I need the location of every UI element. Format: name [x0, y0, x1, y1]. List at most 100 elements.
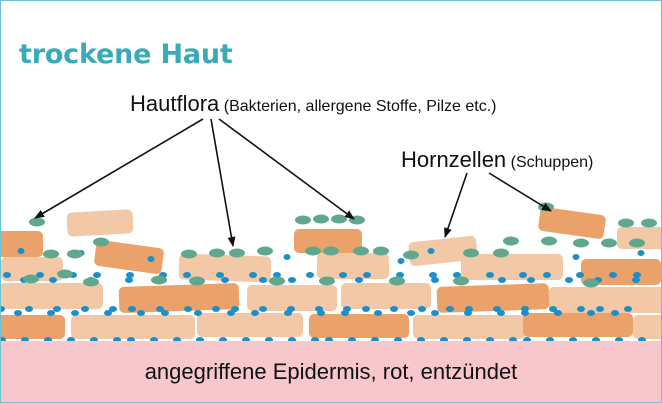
water-droplet	[362, 306, 370, 312]
water-droplet	[527, 277, 535, 283]
horn-cell	[413, 315, 525, 339]
bacteria	[23, 275, 39, 284]
water-droplet	[284, 254, 291, 260]
pointer-arrow	[445, 173, 467, 237]
water-droplet	[638, 250, 645, 256]
bacteria	[583, 279, 599, 288]
water-droplet	[216, 272, 224, 278]
water-droplet	[47, 310, 55, 316]
bacteria	[209, 249, 225, 258]
horn-cell	[1, 283, 103, 309]
bacteria	[331, 215, 347, 224]
horn-cell	[341, 283, 431, 309]
horn-cell-group	[1, 207, 661, 339]
water-droplet	[554, 310, 562, 316]
water-droplet	[565, 277, 573, 283]
water-droplet	[71, 310, 79, 316]
bacteria	[641, 219, 657, 228]
horn-cell	[317, 253, 389, 279]
water-droplet	[259, 277, 267, 283]
water-droplet	[339, 272, 347, 278]
water-droplet	[104, 310, 112, 316]
water-droplet	[306, 272, 314, 278]
water-droplet	[624, 306, 632, 312]
water-droplet	[632, 277, 640, 283]
water-droplet	[161, 310, 169, 316]
water-droplet	[573, 254, 580, 260]
water-droplet	[227, 310, 235, 316]
water-droplet	[464, 310, 472, 316]
water-droplet	[497, 310, 505, 316]
water-droplet	[521, 310, 529, 316]
horn-cell	[538, 207, 607, 240]
horn-cell	[633, 315, 661, 339]
bacteria	[319, 277, 335, 286]
bacteria	[181, 250, 197, 259]
bacteria	[257, 247, 273, 256]
bacteria	[295, 216, 311, 225]
bacteria	[93, 238, 109, 247]
water-droplet	[355, 277, 363, 283]
water-droplet	[446, 306, 454, 312]
epidermis-label: angegriffene Epidermis, rot, entzündet	[1, 359, 661, 385]
bacteria	[305, 247, 321, 256]
water-droplet	[576, 272, 584, 278]
water-droplet	[14, 310, 22, 316]
horn-cell	[71, 315, 195, 339]
water-droplet	[407, 310, 415, 316]
bacteria	[463, 249, 479, 258]
water-droplet	[183, 272, 191, 278]
pointer-arrow	[35, 119, 203, 218]
bacteria	[493, 249, 509, 258]
water-droplet	[125, 277, 133, 283]
water-droplet	[577, 306, 585, 312]
water-droplet	[93, 272, 101, 278]
water-droplet	[194, 310, 202, 316]
horn-cell	[1, 315, 65, 339]
water-droplet	[398, 258, 405, 264]
water-droplet	[137, 310, 145, 316]
water-droplet	[486, 272, 494, 278]
bacteria	[29, 218, 45, 227]
water-droplet	[3, 272, 11, 278]
bacteria	[67, 250, 83, 259]
pointer-arrow	[219, 119, 354, 219]
water-droplet	[49, 277, 57, 283]
bacteria	[313, 215, 329, 224]
bacteria	[189, 277, 205, 286]
water-droplet	[317, 310, 325, 316]
bacteria	[83, 278, 99, 287]
horn-cell	[119, 283, 240, 313]
water-droplet	[148, 256, 155, 262]
water-droplet	[212, 306, 220, 312]
bacteria	[503, 237, 519, 246]
horn-cell	[66, 209, 133, 236]
water-droplet	[184, 306, 192, 312]
water-droplet	[418, 306, 426, 312]
water-droplet	[498, 277, 506, 283]
bacteria	[43, 250, 59, 259]
horn-cell	[523, 313, 633, 337]
water-droplet	[128, 306, 136, 312]
bacteria	[541, 237, 557, 246]
horn-cell	[197, 313, 303, 337]
bacteria	[57, 270, 73, 279]
bacteria	[618, 219, 634, 228]
water-droplet	[284, 310, 292, 316]
water-droplet	[288, 277, 296, 283]
bacteria	[323, 247, 339, 256]
water-droplet	[428, 248, 435, 254]
bacteria	[151, 276, 167, 285]
bacteria	[573, 239, 589, 248]
water-droplet	[611, 310, 619, 316]
bacteria	[403, 251, 419, 260]
bacteria	[269, 277, 285, 286]
water-droplet	[390, 306, 398, 312]
bacteria	[453, 277, 469, 286]
bacteria	[601, 239, 617, 248]
water-droplet	[374, 310, 382, 316]
water-droplet	[249, 272, 257, 278]
horn-cell	[549, 287, 661, 313]
water-droplet	[609, 272, 617, 278]
horn-cell	[309, 314, 409, 338]
